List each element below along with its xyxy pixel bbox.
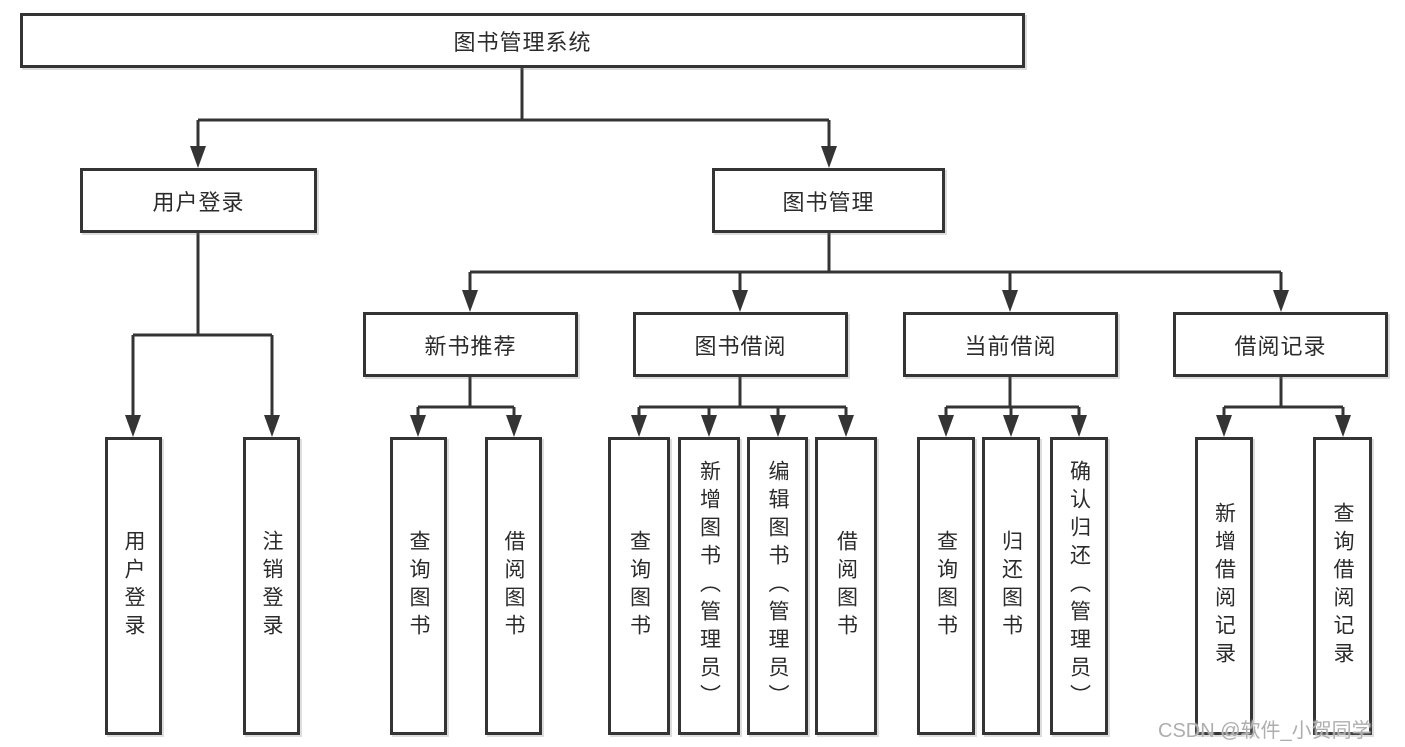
node-label: 图书管理 xyxy=(782,189,875,215)
leaf-label: 查询图书 xyxy=(627,530,651,642)
node-book-management: 图书管理 xyxy=(712,168,945,233)
leaf-add-borrow-record: 新增借阅记录 xyxy=(1195,437,1253,735)
leaf-return-books: 归还图书 xyxy=(982,437,1040,735)
node-label: 图书借阅 xyxy=(694,333,787,359)
leaf-label: 用户登录 xyxy=(122,530,145,642)
node-borrowing-records: 借阅记录 xyxy=(1173,312,1388,377)
node-library-management-system: 图书管理系统 xyxy=(20,13,1025,68)
leaf-label: 注销登录 xyxy=(260,530,283,642)
node-label: 用户登录 xyxy=(152,189,245,215)
leaf-confirm-return-admin: 确认归还（管理员） xyxy=(1050,437,1108,735)
leaf-edit-book-admin: 编辑图书（管理员） xyxy=(747,437,808,735)
leaf-label: 新增借阅记录 xyxy=(1212,502,1236,670)
node-label: 当前借阅 xyxy=(964,333,1057,359)
csdn-watermark: CSDN @软件_小贺同学 xyxy=(1158,720,1372,742)
leaf-query-borrow-record: 查询借阅记录 xyxy=(1313,437,1372,735)
node-user-login: 用户登录 xyxy=(80,168,317,233)
node-label: 借阅记录 xyxy=(1234,333,1327,359)
leaf-label: 借阅图书 xyxy=(834,530,858,642)
leaf-user-login: 用户登录 xyxy=(105,437,162,735)
node-new-book-recommendation: 新书推荐 xyxy=(363,312,578,377)
leaf-add-book-admin: 新增图书（管理员） xyxy=(678,437,740,735)
leaf-query-books-newbook: 查询图书 xyxy=(390,437,447,735)
leaf-label: 查询图书 xyxy=(407,530,430,642)
leaf-logout: 注销登录 xyxy=(243,437,300,735)
node-current-borrowing: 当前借阅 xyxy=(903,312,1118,377)
leaf-borrow-books-borrow: 借阅图书 xyxy=(815,437,877,735)
leaf-label: 借阅图书 xyxy=(502,530,525,642)
node-book-borrowing: 图书借阅 xyxy=(633,312,848,377)
leaf-query-books-borrow: 查询图书 xyxy=(608,437,670,735)
leaf-label: 查询图书 xyxy=(934,530,958,642)
leaf-label: 归还图书 xyxy=(999,530,1023,642)
leaf-label: 新增图书（管理员） xyxy=(697,460,721,712)
node-label: 新书推荐 xyxy=(424,333,517,359)
leaf-label: 编辑图书（管理员） xyxy=(766,460,789,712)
node-label: 图书管理系统 xyxy=(453,29,592,55)
leaf-borrow-books-newbook: 借阅图书 xyxy=(485,437,542,735)
leaf-query-books-current: 查询图书 xyxy=(917,437,975,735)
leaf-label: 查询借阅记录 xyxy=(1331,502,1354,670)
leaf-label: 确认归还（管理员） xyxy=(1067,460,1091,712)
